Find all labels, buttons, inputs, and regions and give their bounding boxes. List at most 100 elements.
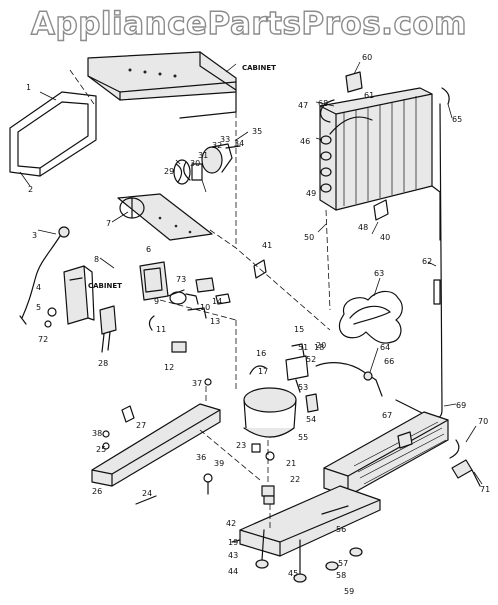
callout: 25 <box>96 445 106 454</box>
heater-loop <box>338 290 403 344</box>
callout: 27 <box>136 421 146 430</box>
callout: 41 <box>262 241 272 250</box>
callout: 6 <box>146 245 151 254</box>
callout: 8 <box>94 255 99 264</box>
callout: 44 <box>228 567 238 576</box>
callout: 28 <box>98 359 108 368</box>
callout: 62 <box>422 257 432 266</box>
callout: 55 <box>298 433 308 442</box>
condenser-fan-assembly <box>173 143 241 193</box>
watermark-text: AppliancePartsPros.com <box>30 5 467 42</box>
callout: 31 <box>198 151 208 160</box>
callout: 16 <box>256 349 266 358</box>
callout: 56 <box>336 525 346 534</box>
callout: 36 <box>196 453 206 462</box>
callout: 61 <box>364 91 374 100</box>
callout: 37 <box>192 379 202 388</box>
terminal-block <box>99 305 117 353</box>
callout: 52 <box>306 355 316 364</box>
callout: 58 <box>336 571 346 580</box>
callout: 20 <box>316 341 326 350</box>
callout: 63 <box>374 269 384 278</box>
callout: 45 <box>288 569 298 578</box>
cabinet-base-pan <box>87 51 237 119</box>
callout: 48 <box>358 223 368 232</box>
power-cord <box>19 226 70 325</box>
callout: 34 <box>234 139 244 148</box>
callout: 19 <box>228 538 238 547</box>
callout: 39 <box>214 459 224 468</box>
callout: 59 <box>344 587 354 596</box>
callout: 33 <box>220 135 230 144</box>
clip-bracket <box>253 259 267 279</box>
callout: 38 <box>92 429 102 438</box>
drain-tube <box>449 439 481 487</box>
callout: 21 <box>286 459 296 468</box>
callout: 40 <box>380 233 390 242</box>
callout: 71 <box>480 485 490 494</box>
assembly-guide-lines <box>159 112 331 530</box>
callout: 68 <box>318 99 328 108</box>
callout: 67 <box>382 411 392 420</box>
tubing-drier <box>315 362 383 397</box>
callout: 4 <box>36 283 41 292</box>
callout: 73 <box>176 275 186 284</box>
junction-box <box>44 265 95 328</box>
callout-labels: 1 2 3 4 5 6 7 8 9 10 11 12 13 14 15 16 1… <box>26 53 490 596</box>
feet-and-screws <box>231 539 363 583</box>
side-panel <box>9 69 97 177</box>
evaporator-coil <box>319 71 450 241</box>
callout: 35 <box>252 127 262 136</box>
callout: 22 <box>290 475 300 484</box>
callout: 29 <box>164 167 174 176</box>
callout: 12 <box>164 363 174 372</box>
leader-lines <box>19 61 483 485</box>
callout: 72 <box>38 335 48 344</box>
callout: 9 <box>154 297 159 306</box>
callout: 47 <box>298 101 308 110</box>
callout: 11 <box>156 325 166 334</box>
callout: 46 <box>300 137 310 146</box>
compressor <box>243 343 319 438</box>
callout: 60 <box>362 53 372 62</box>
callout: 15 <box>294 325 304 334</box>
callout: 51 <box>298 343 308 352</box>
callout: 17 <box>258 367 268 376</box>
fan-bracket <box>117 193 213 241</box>
callout: 57 <box>338 559 348 568</box>
callout: 32 <box>212 141 222 150</box>
callout: 50 <box>304 233 314 242</box>
hardware <box>102 378 275 505</box>
callout: 26 <box>92 487 102 496</box>
callout: 24 <box>142 489 152 498</box>
callout: 14 <box>212 297 222 306</box>
cabinet-label-top: CABINET <box>242 64 276 72</box>
base-rail <box>91 403 221 487</box>
coil-fins <box>343 96 417 206</box>
callout: 53 <box>298 383 308 392</box>
callout: 1 <box>26 83 31 92</box>
callout: 5 <box>36 303 41 312</box>
callout: 70 <box>478 417 488 426</box>
callout: 69 <box>456 401 466 410</box>
drain-pan <box>323 411 449 497</box>
callout: 64 <box>380 343 390 352</box>
callout: 10 <box>200 303 210 312</box>
cabinet-label-left: CABINET <box>88 282 122 290</box>
callout: 43 <box>228 551 238 560</box>
callout: 30 <box>190 159 200 168</box>
callout: 2 <box>28 185 33 194</box>
callout: 42 <box>226 519 236 528</box>
callout: 13 <box>210 317 220 326</box>
callout: 3 <box>32 231 37 240</box>
callout: 54 <box>306 415 316 424</box>
control-bracket <box>139 261 231 353</box>
callout: 7 <box>106 219 111 228</box>
drain-pan-ribs <box>353 421 447 485</box>
callout: 23 <box>236 441 246 450</box>
callout: 49 <box>306 189 316 198</box>
base-frame <box>239 485 381 575</box>
callout: 65 <box>452 115 462 124</box>
